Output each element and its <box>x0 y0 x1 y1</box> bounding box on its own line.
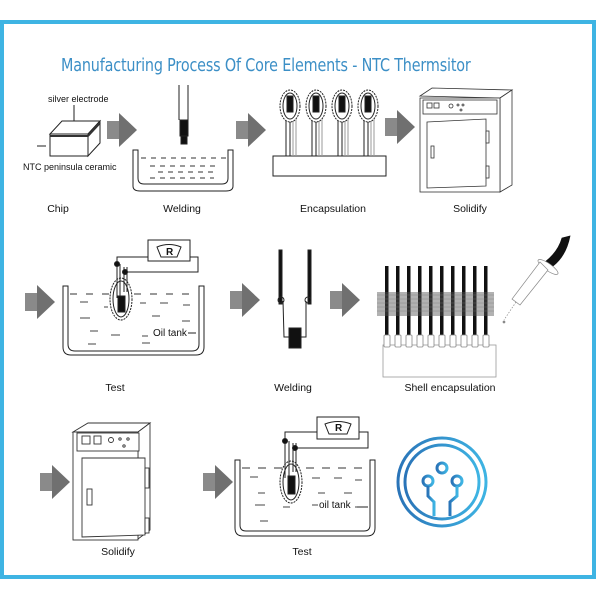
syringe-icon <box>502 235 571 324</box>
lead-welding-icon <box>277 249 312 349</box>
arrow-icon <box>236 113 266 147</box>
oven-icon <box>418 87 514 193</box>
resistance-meter-label-2: R <box>335 423 343 434</box>
welding-bath-icon <box>132 85 234 192</box>
step-label-encapsulation: Encapsulation <box>300 203 366 215</box>
step-label-solidify-2: Solidify <box>101 546 135 558</box>
arrow-icon <box>203 465 233 499</box>
diagram-title: Manufacturing Process Of Core Elements -… <box>61 56 471 76</box>
circuit-logo-icon <box>396 436 488 528</box>
arrow-icon <box>107 113 137 147</box>
step-label-chip: Chip <box>47 203 69 215</box>
silver-electrode-annotation: silver electrode <box>48 94 109 104</box>
oil-tank-label-2: oil tank <box>319 500 351 511</box>
oil-tank-resistance-test-icon <box>234 416 376 537</box>
arrow-icon <box>385 110 415 144</box>
resistance-meter-label: R <box>166 247 174 258</box>
arrow-icon <box>230 283 260 317</box>
step-label-test-2: Test <box>292 546 312 558</box>
step-label-test: Test <box>105 382 125 394</box>
step-label-welding: Welding <box>163 203 201 215</box>
ntc-ceramic-annotation: NTC peninsula ceramic <box>23 162 117 172</box>
step-label-shell-encapsulation: Shell encapsulation <box>404 382 496 394</box>
chip-icon <box>37 105 102 158</box>
encapsulation-rack-icon <box>272 89 387 177</box>
step-label-welding-2: Welding <box>274 382 312 394</box>
arrow-icon <box>25 285 55 319</box>
arrow-icon <box>330 283 360 317</box>
oven-icon <box>71 422 152 541</box>
shell-encapsulation-rack-icon <box>377 265 497 378</box>
oil-tank-resistance-test-icon <box>62 239 205 356</box>
arrow-icon <box>40 465 70 499</box>
step-label-solidify: Solidify <box>453 203 487 215</box>
oil-tank-label: Oil tank <box>153 328 187 339</box>
